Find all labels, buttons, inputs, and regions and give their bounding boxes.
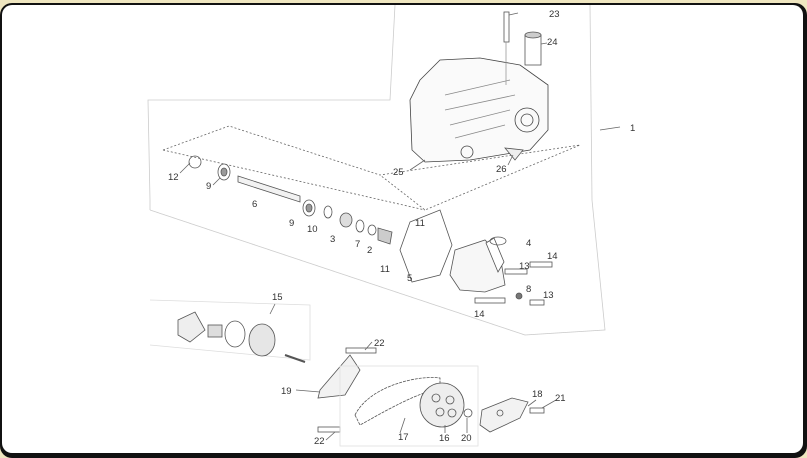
parts-drawing — [147, 5, 621, 447]
callout-15: 15 — [272, 292, 283, 303]
plug-26 — [504, 147, 524, 161]
callout-19: 19 — [281, 386, 292, 397]
callout-22b: 22 — [314, 436, 325, 447]
callout-9b: 9 — [289, 218, 295, 229]
assembly-outline — [147, 5, 606, 336]
bolts — [317, 261, 553, 433]
tensioner-18 — [479, 397, 529, 433]
callout-8: 8 — [526, 284, 532, 295]
callout-14b: 14 — [474, 309, 485, 320]
screen-frame: 23 24 1 25 26 12 9 6 9 10 3 7 2 11 11 5 … — [0, 3, 807, 458]
sprocket-16 — [419, 382, 465, 428]
callout-17: 17 — [398, 432, 409, 443]
water-pump-cover-4 — [449, 236, 507, 293]
dowel-pin-23 — [503, 11, 510, 85]
kit-15-box — [149, 299, 311, 361]
callout-1: 1 — [630, 123, 636, 134]
callout-4: 4 — [526, 238, 532, 249]
callout-2: 2 — [367, 245, 373, 256]
callout-26: 26 — [496, 164, 507, 175]
gearbox-housing — [409, 57, 549, 163]
callout-13: 13 — [519, 261, 530, 272]
callout-5: 5 — [407, 273, 413, 284]
chain-guide-19 — [317, 354, 361, 399]
kit-15-parts — [177, 311, 306, 363]
callout-22: 22 — [374, 338, 385, 349]
callout-23: 23 — [549, 9, 560, 20]
callout-14: 14 — [547, 251, 558, 262]
callout-18: 18 — [532, 389, 543, 400]
subassembly-dashed-box — [162, 125, 581, 211]
shaft-assembly — [188, 155, 393, 245]
callout-16: 16 — [439, 433, 450, 444]
chain-box — [339, 365, 479, 447]
callout-21: 21 — [555, 393, 566, 404]
callout-20: 20 — [461, 433, 472, 444]
callout-7: 7 — [355, 239, 361, 250]
callout-11b: 11 — [380, 264, 390, 275]
callout-11: 11 — [415, 218, 425, 229]
washer-20 — [463, 408, 473, 418]
callout-9: 9 — [206, 181, 212, 192]
callout-25: 25 — [393, 167, 404, 178]
callout-24: 24 — [547, 37, 558, 48]
diagram-panel: 23 24 1 25 26 12 9 6 9 10 3 7 2 11 11 5 … — [2, 5, 803, 453]
callout-12: 12 — [168, 172, 179, 183]
leader-lines — [179, 12, 621, 441]
callout-6: 6 — [252, 199, 258, 210]
callout-13b: 13 — [543, 290, 554, 301]
sleeve-24 — [524, 31, 542, 66]
callout-10: 10 — [307, 224, 318, 235]
gasket-5 — [399, 209, 453, 283]
callout-3: 3 — [330, 234, 336, 245]
